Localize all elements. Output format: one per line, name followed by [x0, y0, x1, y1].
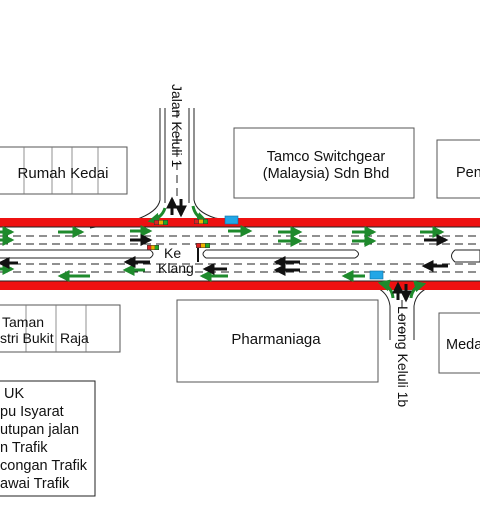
building-rumah-kedai: Rumah Kedai — [0, 146, 128, 195]
main-road — [0, 218, 480, 290]
label-lorong-keluli-1b: Lorong Keluli 1b — [395, 306, 411, 407]
traffic-signal — [194, 219, 208, 224]
median-west — [0, 249, 154, 259]
building-taman: Taman stri Bukit Raja — [0, 304, 121, 353]
building-label-rumah-kedai: Rumah Kedai — [18, 165, 109, 182]
traffic-signal — [154, 220, 168, 225]
arrow-green — [147, 207, 167, 225]
legend-item: utupan jalan — [0, 422, 79, 438]
legend-title: UK — [4, 386, 24, 402]
barrier-north — [0, 218, 480, 227]
building-tamco: Tamco Switchgear (Malaysia) Sdn Bhd — [233, 127, 415, 199]
arrow-green — [377, 279, 395, 299]
building-label-raja: Raja — [60, 330, 89, 346]
legend-item: n Trafik — [0, 440, 48, 456]
building-pen: Pen — [436, 139, 480, 199]
traffic-signal — [196, 243, 210, 248]
traffic-signal — [147, 245, 159, 250]
building-label-tamco-1: Tamco Switchgear — [267, 149, 386, 165]
label-ke: Ke — [164, 245, 181, 261]
building-pharmaniaga: Pharmaniaga — [176, 299, 379, 383]
officer-marker — [369, 270, 384, 280]
building-meda: Meda — [438, 312, 480, 374]
legend: UK pu Isyarat utupan jalan n Trafik cong… — [0, 380, 96, 497]
legend-item: congan Trafik — [0, 458, 88, 474]
barrier-south — [0, 281, 480, 290]
building-label-meda: Meda — [446, 337, 480, 353]
officer-marker — [224, 215, 239, 225]
building-label-tamco-2: (Malaysia) Sdn Bhd — [263, 166, 390, 182]
building-label-taman-2: stri Bukit — [0, 330, 54, 346]
building-label-pharmaniaga: Pharmaniaga — [231, 331, 321, 348]
median-east-2 — [451, 249, 480, 263]
legend-item: awai Trafik — [0, 476, 70, 492]
median-east — [202, 249, 359, 259]
label-jalan-keluli-1: Jalan Keluli 1 — [169, 84, 185, 167]
label-klang: Klang — [158, 260, 194, 276]
building-label-taman-1: Taman — [2, 314, 44, 330]
arrows-black — [0, 196, 449, 303]
building-label-pen: Pen — [456, 165, 480, 181]
legend-item: pu Isyarat — [0, 404, 64, 420]
